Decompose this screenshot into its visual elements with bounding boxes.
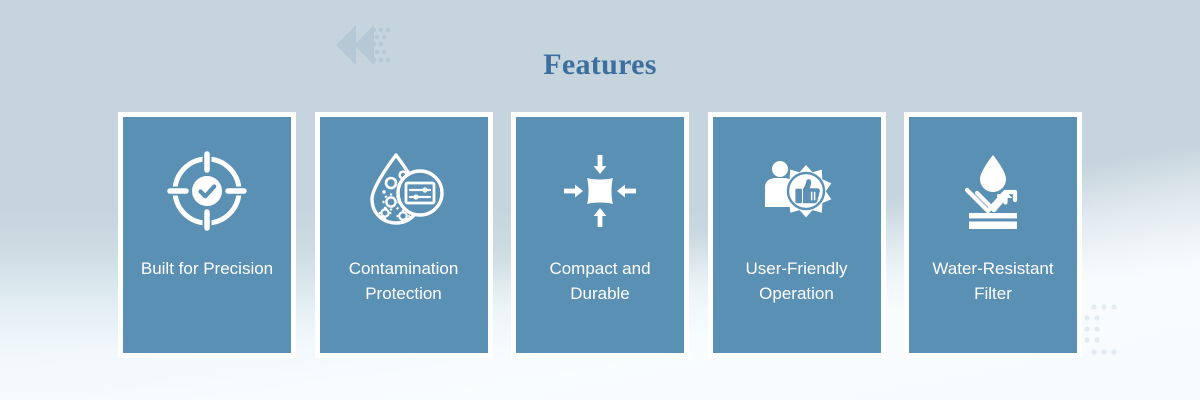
double-chevron-left-icon [330, 22, 392, 68]
card-inner: Compact and Durable [516, 117, 684, 353]
card-inner: Contamination Protection [319, 117, 488, 353]
card-inner: Built for Precision [123, 117, 291, 353]
user-thumbs-up-badge-icon [751, 145, 843, 237]
dot-matrix-icon [1082, 302, 1122, 360]
water-repellent-layers-icon [947, 145, 1039, 237]
feature-card-label: User-Friendly Operation [745, 259, 848, 303]
page-title: Features [543, 48, 657, 81]
feature-card-built-for-precision[interactable]: Built for Precision [118, 112, 296, 358]
droplet-germs-control-icon [358, 145, 450, 237]
features-card-row: Built for Precision [118, 112, 1082, 358]
card-inner: User-Friendly Operation [712, 117, 881, 353]
feature-card-water-resistant-filter[interactable]: Water-Resistant Filter [904, 112, 1082, 358]
target-check-icon [161, 145, 253, 237]
compress-arrows-icon [554, 145, 646, 237]
feature-card-user-friendly-operation[interactable]: User-Friendly Operation [707, 112, 886, 358]
card-inner: Water-Resistant Filter [909, 117, 1077, 353]
feature-card-label: Water-Resistant Filter [932, 259, 1054, 303]
feature-card-label: Built for Precision [140, 259, 274, 278]
feature-card-compact-and-durable[interactable]: Compact and Durable [511, 112, 689, 358]
feature-card-label: Contamination Protection [348, 259, 459, 303]
feature-card-label: Compact and Durable [549, 259, 651, 303]
feature-card-contamination-protection[interactable]: Contamination Protection [314, 112, 493, 358]
